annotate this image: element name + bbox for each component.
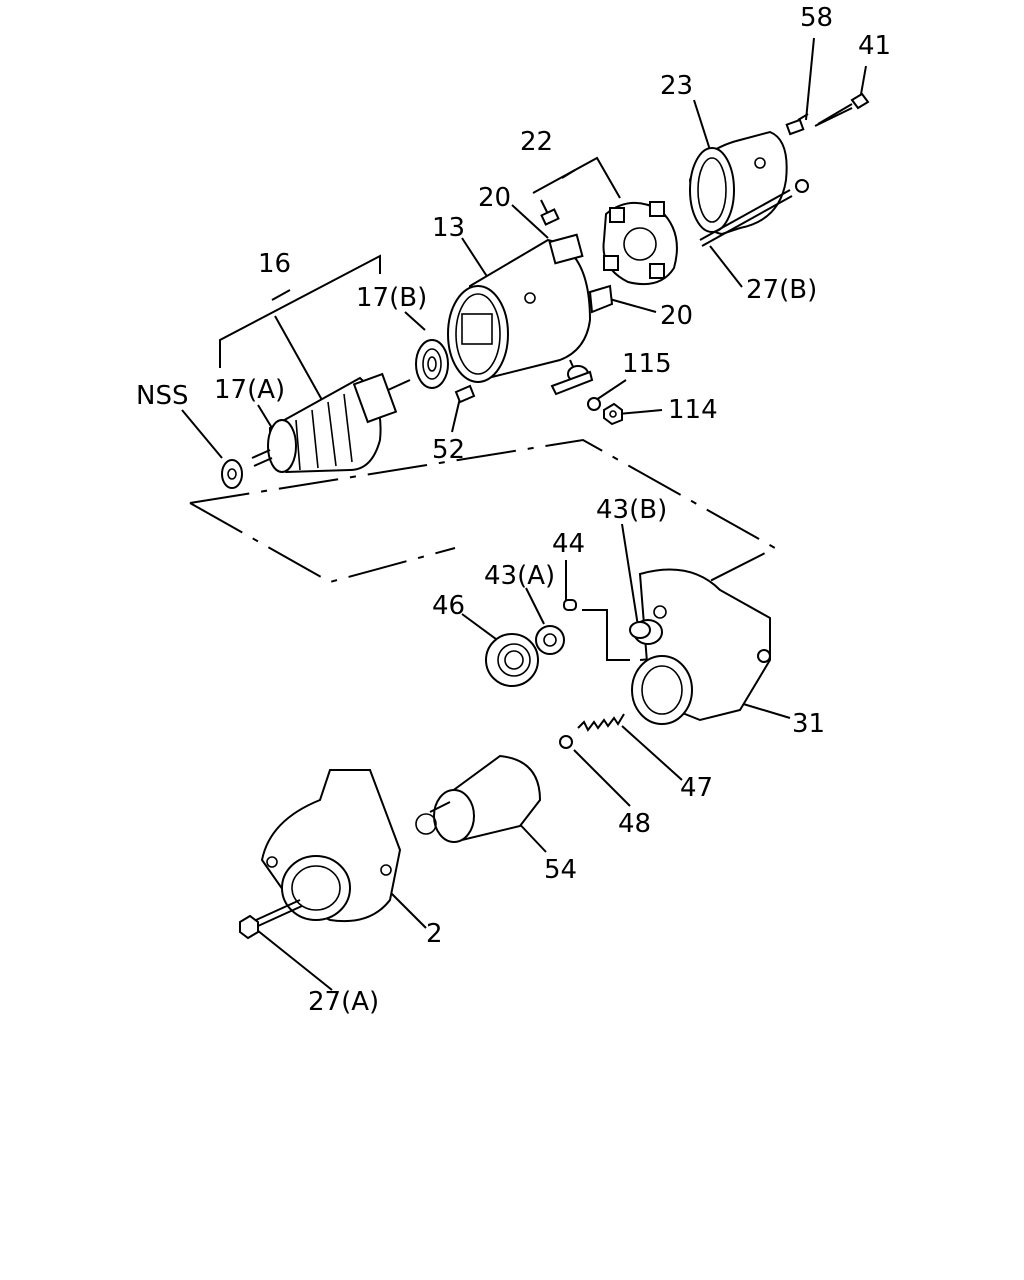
lock-washer-115 xyxy=(587,397,601,411)
bolt-41 xyxy=(817,92,870,125)
label-2: 2 xyxy=(426,919,443,949)
yoke-cover-23 xyxy=(688,130,788,236)
label-23: 23 xyxy=(660,71,693,101)
label-44: 44 xyxy=(552,529,585,559)
leader-16 xyxy=(274,315,323,401)
label-17a: 17(A) xyxy=(214,375,285,405)
label-52: 52 xyxy=(432,435,465,465)
steel-ball-48 xyxy=(559,735,573,749)
label-43a: 43(A) xyxy=(484,561,555,591)
armature-16 xyxy=(251,372,411,474)
label-16: 16 xyxy=(258,249,291,279)
label-47: 47 xyxy=(680,773,713,803)
bearing-17b xyxy=(415,339,449,389)
screw-58 xyxy=(785,113,809,136)
label-20-right: 20 xyxy=(660,301,693,331)
brush-holder-22 xyxy=(602,201,678,286)
assembly-boundary-line xyxy=(189,438,778,584)
label-48: 48 xyxy=(618,809,651,839)
nut-114 xyxy=(603,402,623,426)
spring-47 xyxy=(577,713,625,732)
label-58: 58 xyxy=(800,3,833,33)
bracket-16 xyxy=(219,254,381,368)
label-41: 41 xyxy=(858,31,891,61)
label-114: 114 xyxy=(668,395,718,425)
label-17b: 17(B) xyxy=(356,283,427,313)
label-115: 115 xyxy=(622,349,672,379)
leader-lines xyxy=(181,37,867,991)
brush-spring-22 xyxy=(540,208,560,226)
label-nss: NSS xyxy=(136,381,188,411)
label-27b: 27(B) xyxy=(746,275,817,305)
label-20-top: 20 xyxy=(478,183,511,213)
through-bolt-27b xyxy=(699,179,809,247)
bracket-16-stem xyxy=(271,289,291,301)
label-22: 22 xyxy=(520,127,553,157)
shaft-43b xyxy=(629,621,651,639)
assembly-boundary-line-lower xyxy=(189,502,456,584)
callout-labels: 58 41 23 22 20 13 16 17(B) 20 27(B) 115 … xyxy=(136,3,891,1017)
leader-22-a xyxy=(540,199,549,215)
label-54: 54 xyxy=(544,855,577,885)
planetary-gear-46 xyxy=(485,633,539,687)
front-housing-2 xyxy=(260,769,402,923)
center-housing-31 xyxy=(631,568,771,725)
label-13: 13 xyxy=(432,213,465,243)
through-bolt-27a xyxy=(239,899,303,940)
label-46: 46 xyxy=(432,591,465,621)
label-31: 31 xyxy=(792,709,825,739)
label-27a: 27(A) xyxy=(308,987,379,1017)
clip-52 xyxy=(454,384,476,404)
planet-shaft-43a xyxy=(535,625,565,655)
ball-44 xyxy=(563,599,577,611)
pinion-clutch-54 xyxy=(415,754,542,843)
washer-nss xyxy=(221,459,243,489)
yoke-13 xyxy=(447,233,614,383)
bracket-22-stem xyxy=(561,169,576,179)
label-43b: 43(B) xyxy=(596,495,667,525)
lead-wire-terminal xyxy=(550,359,594,396)
bracket-22 xyxy=(532,156,621,199)
